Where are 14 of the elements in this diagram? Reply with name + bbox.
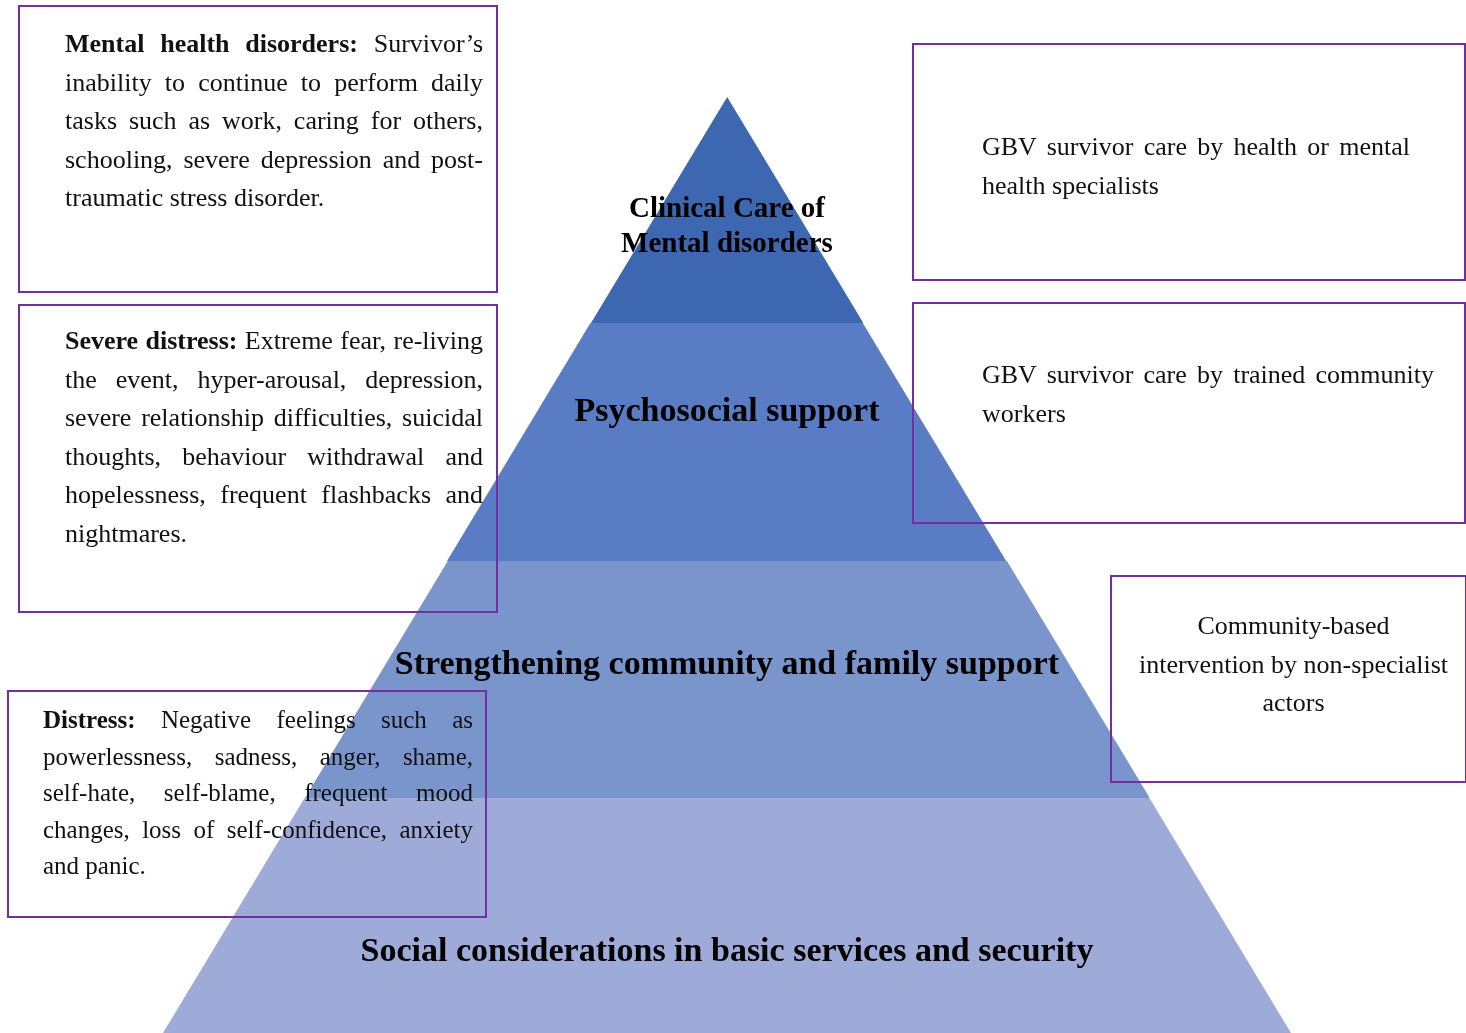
description-text: GBV survivor care by trained community workers bbox=[982, 359, 1434, 430]
description-text: Severe distress: Extreme fear, re-living the event, hyper-arousal, depression, severe relationship difficulties, suicidal thoughts, behaviour withdrawal and hopelessness, frequent flashbacks and nightmares. bbox=[65, 325, 483, 550]
tier-label: Strengthening community and family support bbox=[393, 643, 1061, 683]
description-box bbox=[912, 302, 1466, 524]
description-text: Mental health disorders: Survivor’s inability to continue to perform daily tasks such as work, caring for others, schooling, severe depression and post-traumatic stress disorder. bbox=[65, 28, 483, 214]
tier-label: Psychosocial support bbox=[573, 390, 881, 430]
description-box bbox=[18, 304, 498, 613]
description-box bbox=[1110, 575, 1466, 783]
description-box bbox=[18, 5, 498, 293]
tier-label: Social considerations in basic services and security bbox=[359, 930, 1095, 970]
description-text: GBV survivor care by health or mental health specialists bbox=[982, 131, 1410, 202]
description-box bbox=[7, 690, 487, 918]
description-box bbox=[912, 43, 1466, 281]
description-text: Community-based intervention by non-specialist actors bbox=[1137, 610, 1449, 719]
